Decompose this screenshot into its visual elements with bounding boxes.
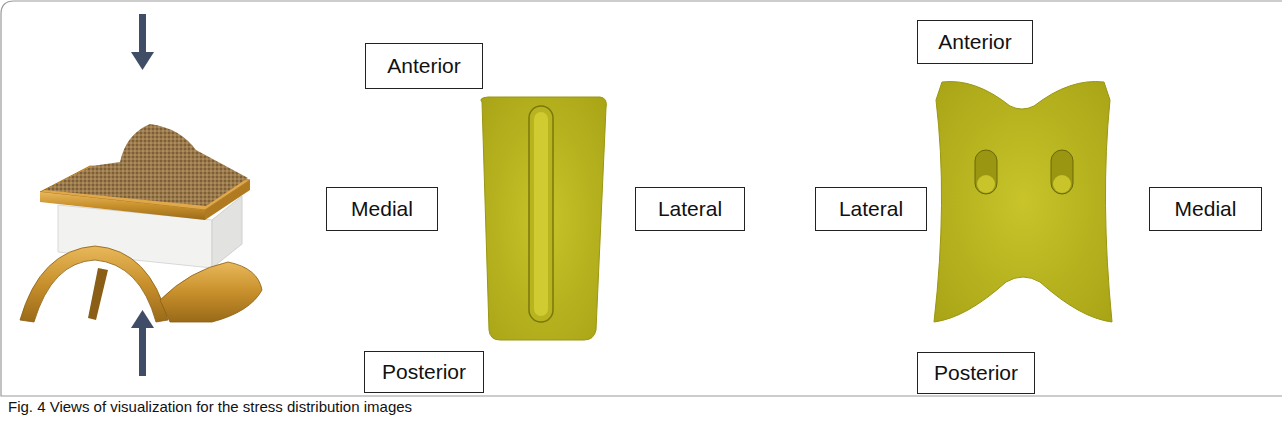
- label-box: Medial: [326, 187, 438, 231]
- figure-frame: [1, 1, 1282, 396]
- label-box: Anterior: [365, 43, 483, 89]
- view-direction-label: Anterior: [387, 54, 461, 78]
- label-box: Lateral: [815, 187, 927, 231]
- label-box: Posterior: [364, 351, 484, 393]
- view-direction-label: Medial: [1175, 197, 1237, 221]
- view-direction-label: Anterior: [938, 30, 1012, 54]
- insert-view-lateral-medial: [934, 82, 1112, 323]
- view-direction-label: Posterior: [382, 360, 466, 384]
- view-direction-label: Lateral: [839, 197, 903, 221]
- view-direction-label: Posterior: [934, 361, 1018, 385]
- view-direction-label: Medial: [351, 197, 413, 221]
- knee-implant: [20, 124, 262, 322]
- label-box: Medial: [1149, 187, 1262, 231]
- label-box: Anterior: [917, 20, 1033, 64]
- insert-view-medial-lateral: [481, 97, 607, 340]
- view-direction-label: Lateral: [658, 197, 722, 221]
- label-box: Lateral: [635, 187, 745, 231]
- label-box: Posterior: [917, 352, 1035, 394]
- figure-caption: Fig. 4 Views of visualization for the st…: [8, 398, 412, 415]
